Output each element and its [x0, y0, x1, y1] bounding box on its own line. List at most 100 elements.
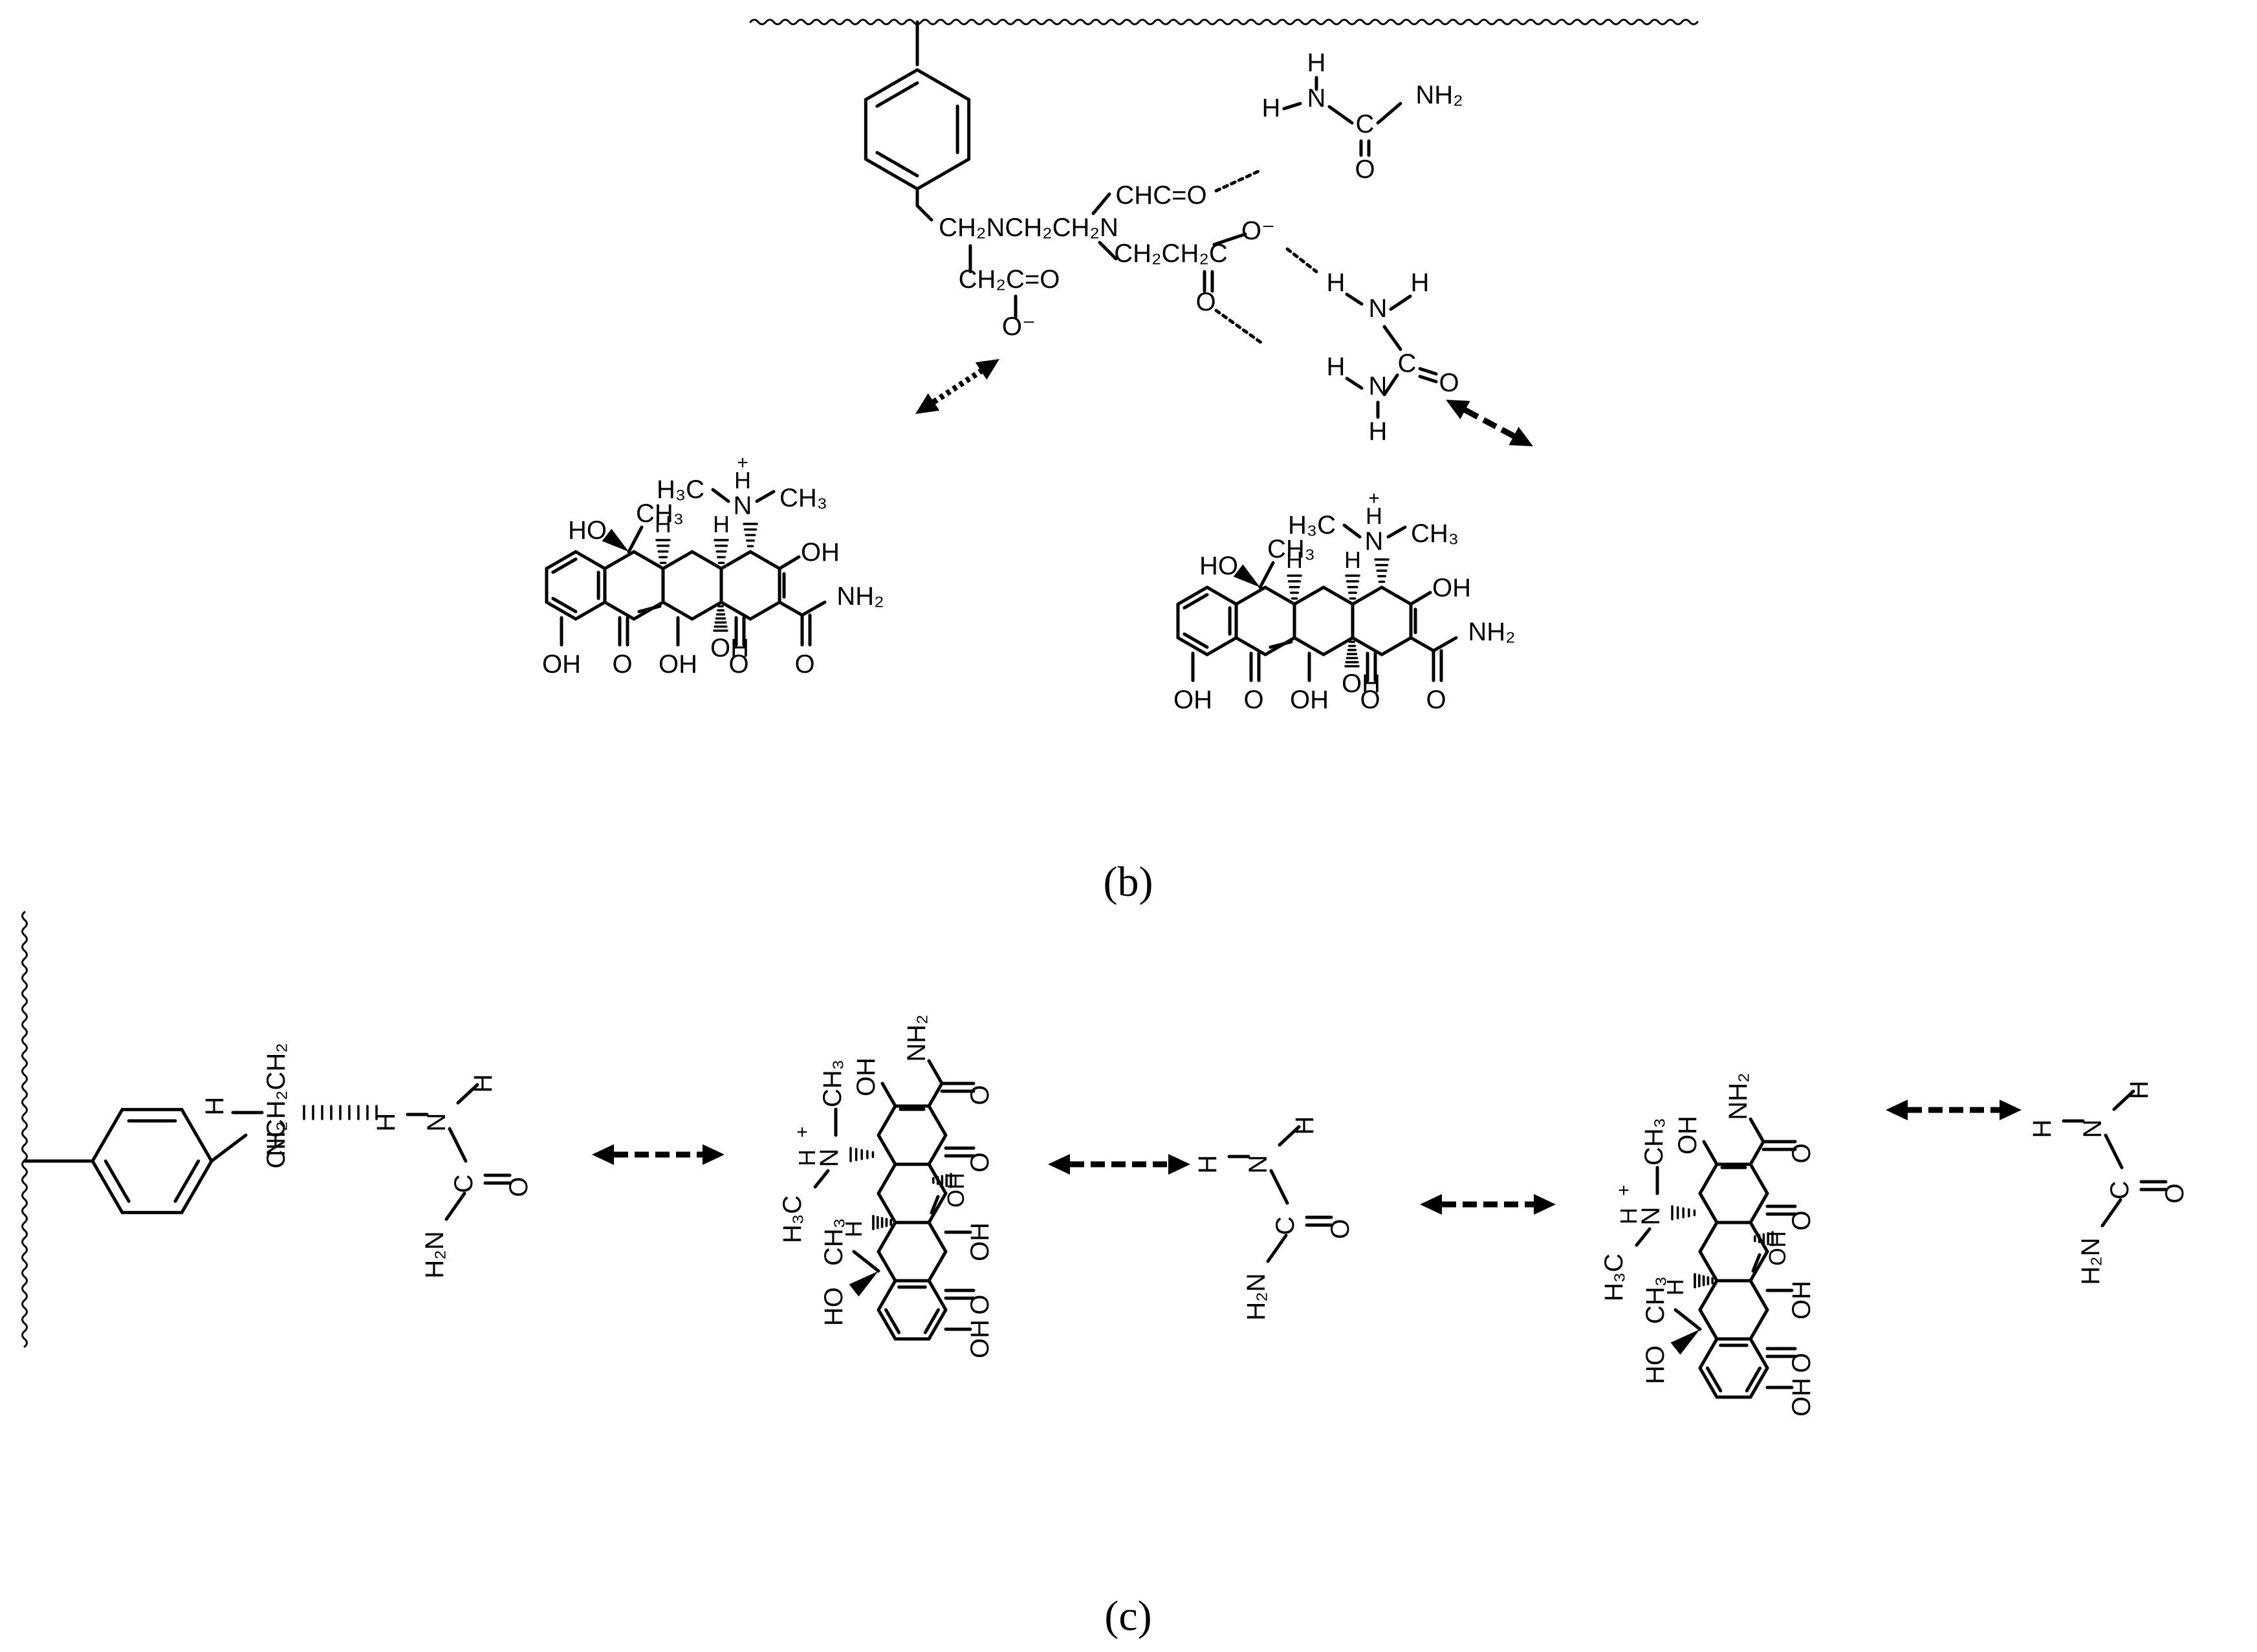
tc-right-ring-c-edge — [1322, 636, 1355, 657]
panel-b-carboxylate: CH₂C=O — [959, 265, 1060, 294]
panel-c-urea-1-h2: H — [469, 1074, 497, 1093]
panel-c-link — [210, 1133, 248, 1163]
panel-b-phenyl-double — [875, 81, 919, 108]
tc-vertical-b-ho: HO — [1641, 1345, 1670, 1384]
tc-vertical-a-amide-o: O — [966, 1085, 994, 1105]
urea-mid-h3-n — [1345, 376, 1364, 390]
tc-left-ring-d-edge — [748, 600, 781, 621]
panel-b-phenyl-edge — [915, 68, 971, 102]
panel-b-carboxylate-o: O⁻ — [1002, 312, 1036, 341]
tc-vertical-b-ring-a-double — [1745, 1366, 1762, 1393]
panel-b-interaction-arrow-left-head-a — [915, 393, 940, 414]
panel-c-urea-1-n-h — [456, 1083, 479, 1105]
panel-c-arrow-4-head-b — [2000, 1100, 2022, 1120]
tc-vertical-b-ring-b-edge — [1698, 1279, 1719, 1312]
tc-vertical-b-ring-c-edge — [1698, 1221, 1719, 1254]
tc-vertical-b-ring-b-edge — [1749, 1308, 1769, 1341]
tc-vertical-b-n-ch3: CH₃ — [1640, 1118, 1668, 1166]
panel-c-phenyl-double — [173, 1159, 201, 1203]
panel-c-urea-3-n-c — [2104, 1133, 2124, 1169]
tc-right-ring-b-edge — [1234, 585, 1267, 606]
panel-b-c-o-single — [1212, 232, 1247, 246]
panel-c-phenyl-edge — [91, 1107, 124, 1163]
tc-vertical-a-amide-n — [927, 1059, 944, 1085]
panel-b-link2 — [915, 204, 933, 222]
tc-left-n-me-r — [755, 490, 776, 503]
urea-top-o: O — [1355, 155, 1375, 184]
tc-vertical-a-n-h3c: H₃C — [778, 1195, 807, 1243]
panel-b-propanoate-o-double: O — [1195, 288, 1216, 316]
tc-vertical-a-enol-oh: OH — [966, 1223, 994, 1261]
tc-right-enol-oh: OH — [1290, 686, 1329, 714]
panel-c-arrow-3-head-a — [1420, 1194, 1442, 1215]
urea-mid-n2: N — [1369, 372, 1388, 400]
tc-left-ring-a-edge — [545, 550, 578, 571]
panel-b-phenyl-edge — [864, 68, 919, 102]
tc-right-ring-c-edge — [1292, 636, 1325, 657]
tc-right-oh-mid: OH — [1342, 669, 1380, 698]
panel-b-caption: (b) — [1104, 858, 1153, 906]
tc-right-ring-a-double — [1183, 632, 1209, 649]
panel-c-urea-3-c: C — [2106, 1181, 2134, 1200]
panel-b-interaction-arrow-left — [932, 368, 983, 405]
tc-vertical-a-ring-a-edge — [927, 1308, 948, 1341]
urea-mid-n-c — [1382, 325, 1402, 351]
tc-vertical-a-c-double — [930, 1195, 940, 1215]
tc-left-oh-bot1: OH — [542, 650, 581, 679]
tc-left-enol-oh: OH — [659, 650, 697, 679]
panel-c-urea-2-n: N — [1244, 1155, 1272, 1174]
tc-right-h2: H — [1344, 547, 1361, 573]
tc-left-ring-b-edge — [603, 550, 636, 571]
panel-c-amine-h: H — [201, 1097, 229, 1116]
tc-right-ring-d-edge — [1380, 585, 1413, 606]
tc-vertical-b-ring-d-edge — [1698, 1191, 1719, 1224]
tc-right-oh-bot1: OH — [1173, 686, 1212, 714]
urea-mid-c-o2 — [1418, 375, 1438, 384]
tc-left-ring-c-edge — [661, 600, 694, 621]
tc-vertical-a-ch3-link — [852, 1250, 880, 1273]
panel-c-caption: (c) — [1104, 1592, 1151, 1640]
panel-c-urea-1-c: C — [450, 1175, 478, 1193]
tc-vertical-a-ring-d-edge — [877, 1133, 897, 1166]
panel-c-urea-2-o: O — [1326, 1219, 1355, 1239]
tc-vertical-a-n: N — [815, 1149, 844, 1168]
tc-vertical-a-n-h: H — [794, 1149, 820, 1166]
tc-vertical-a-amide-link — [927, 1081, 944, 1108]
panel-c-urea-3-o: O — [2161, 1183, 2189, 1203]
panel-c-urea-2-n-c — [1269, 1169, 1289, 1205]
panel-c-arrow-2-head-a — [1048, 1154, 1070, 1175]
tc-left-amide-nh2: NH₂ — [836, 582, 884, 611]
tc-vertical-a-ring-b-edge — [927, 1221, 948, 1254]
tc-right-ring-b-edge — [1234, 636, 1267, 657]
tc-left-h2: H — [713, 511, 730, 538]
tc-left-ch3: CH₃ — [636, 499, 684, 528]
panel-c-arrow-3-head-b — [1534, 1194, 1556, 1215]
urea-top-n-c — [1327, 105, 1354, 125]
panel-c-urea-1-h1: H — [372, 1113, 400, 1132]
tc-right-ch3-bond — [1258, 561, 1275, 589]
urea-top-nh: H — [1307, 49, 1326, 77]
tc-vertical-b-amide-nh2: NH₂ — [1724, 1072, 1752, 1120]
tc-vertical-a-ring-b-edge — [877, 1221, 897, 1254]
tc-right-amide-o: O — [1426, 686, 1446, 714]
panel-c-arrow-1-head-b — [703, 1144, 725, 1165]
panel-c-phenyl-double — [104, 1159, 131, 1203]
tc-vertical-a-ch3: CH₃ — [820, 1218, 848, 1266]
panel-c-urea-1-c-n2 — [444, 1191, 466, 1221]
panel-c-ethylamine: NCH₂CH₂ — [262, 1043, 290, 1157]
tc-left-n-me-right: CH₃ — [780, 484, 827, 512]
bond-lines — [21, 19, 2168, 1399]
tc-right-n-me-left: H₃C — [1288, 511, 1336, 539]
tc-left-ring-a-edge — [574, 600, 607, 621]
tc-left-oh-r: OH — [801, 538, 840, 567]
tc-vertical-b-ring-a-edge — [1698, 1366, 1719, 1399]
tc-right-ho: HO — [1199, 552, 1238, 580]
panel-c-urea-2-c: C — [1271, 1217, 1300, 1235]
tc-vertical-a-oh-top: OH — [852, 1058, 880, 1096]
tc-left-ho-wedge — [602, 528, 629, 552]
tc-right-amide-bond — [1409, 636, 1435, 653]
tc-vertical-a-ho-wedge — [849, 1271, 878, 1297]
tc-right-ring-b-edge — [1263, 585, 1296, 606]
